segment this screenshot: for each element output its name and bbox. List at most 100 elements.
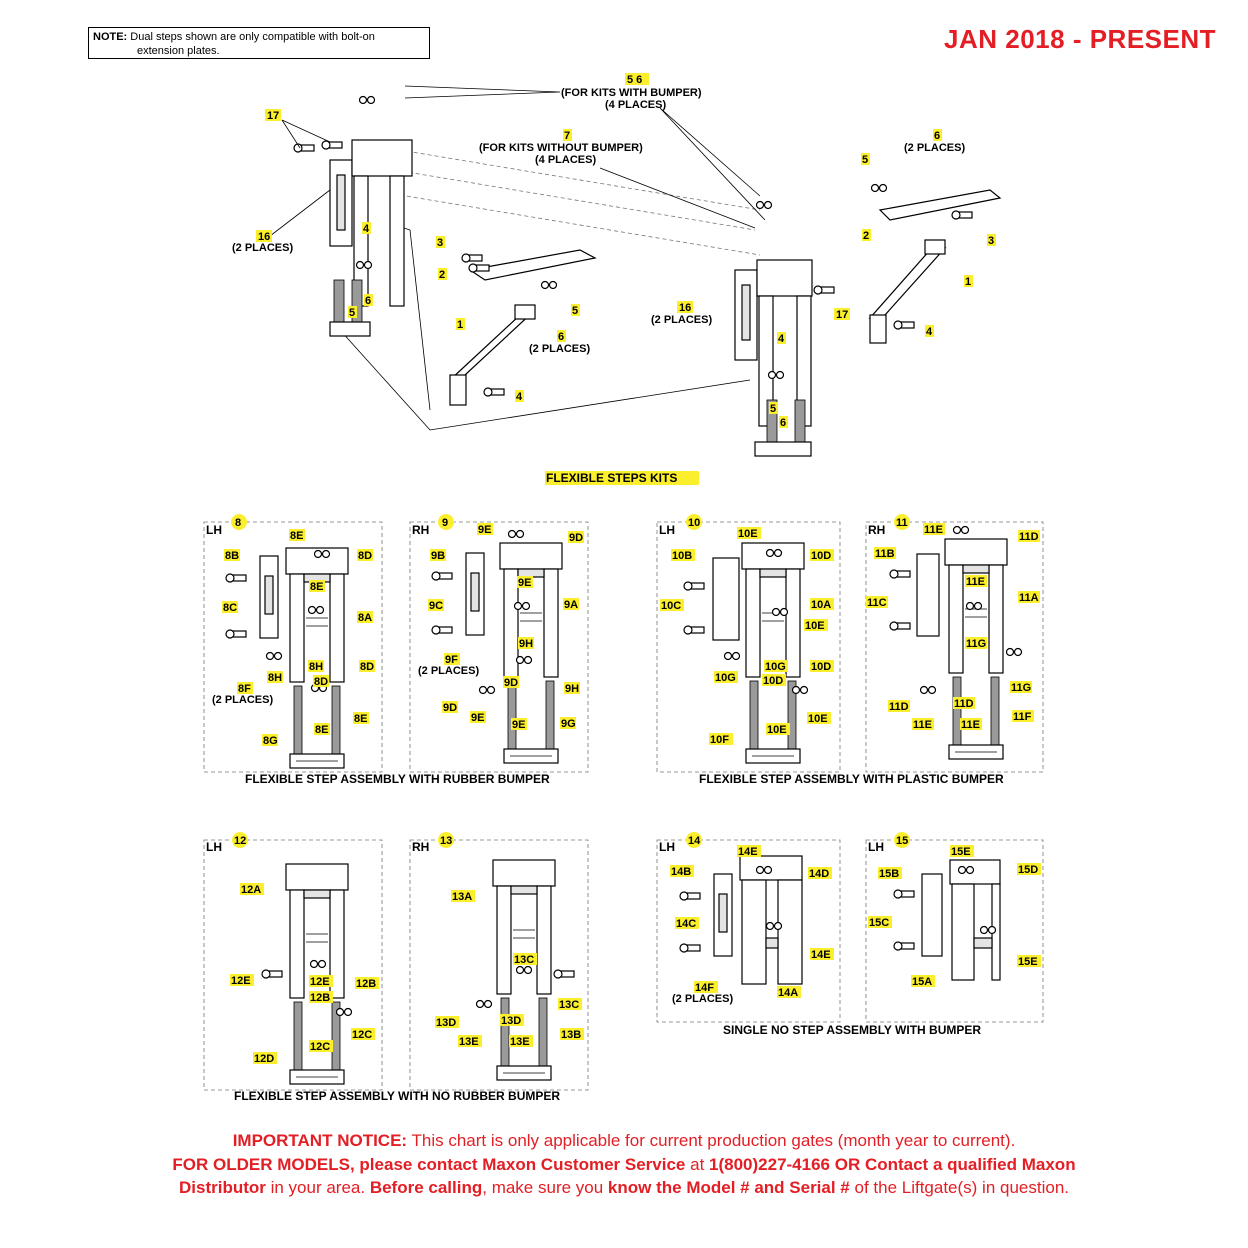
callout-label: 13D <box>501 1015 521 1027</box>
callout-label: 9A <box>564 599 578 611</box>
notice-l1-rest: This chart is only applicable for curren… <box>407 1131 1016 1150</box>
callout-label: 10G <box>765 661 786 673</box>
callout-label: 15A <box>912 976 932 988</box>
flexible-steps-kits-drawing <box>269 85 1002 457</box>
notice-l2-bold2: 1(800)227-4166 OR Contact a qualified Ma… <box>709 1154 1076 1174</box>
callout-5-6: 5 6 <box>627 74 642 86</box>
callout-label: 14F <box>695 982 714 994</box>
callout-label: 9E <box>471 712 484 724</box>
callout-label: 11E <box>966 576 985 588</box>
callout-5d: 5 <box>862 154 868 166</box>
notice-l3-mid: in your area. <box>265 1178 370 1197</box>
callout-2-places: (2 PLACES) <box>232 242 293 254</box>
top-callouts: 17 16 (2 PLACES) 4 5 6 5 6 (FOR KITS WIT… <box>232 73 996 429</box>
callout-label: 8F <box>238 683 251 695</box>
callout-5: 5 <box>349 307 355 319</box>
callout-label: 13C <box>514 954 534 966</box>
callout-label: 8H <box>268 672 282 684</box>
section-title-single: SINGLE NO STEP ASSEMBLY WITH BUMPER <box>723 1023 981 1037</box>
callout-16b-places: (2 PLACES) <box>651 314 712 326</box>
callout-label: 11C <box>867 597 887 609</box>
callout-label: 14D <box>809 868 829 880</box>
callout-label: 8D <box>360 661 374 673</box>
callout-label: 14A <box>778 987 798 999</box>
callout-label: 13A <box>452 891 472 903</box>
callout-label: 15D <box>1018 864 1038 876</box>
callout-4-places-b: (4 PLACES) <box>535 154 596 166</box>
callout-16: 16 <box>258 231 270 243</box>
callout-label: 11D <box>889 701 909 713</box>
callout-label: 11G <box>1011 682 1031 694</box>
panel-9-rh-rubber: RH 9 9E 9D 9B 9E 9A 9C 9H 9F (2 PLACES) … <box>412 514 584 764</box>
callout-label: LH <box>659 523 675 537</box>
callout-label: 14B <box>671 866 691 878</box>
callout-label: 9D <box>504 677 518 689</box>
callout-label: 10E <box>738 528 758 540</box>
callout-label: 12E <box>231 975 251 987</box>
callout-2b: 2 <box>863 230 869 242</box>
callout-label: 10B <box>672 550 692 562</box>
callout-6d: 6 <box>934 130 940 142</box>
callout-label: 15E <box>1018 956 1038 968</box>
callout-label: 9E <box>478 524 491 536</box>
callout-label: 10A <box>811 599 831 611</box>
callout-label: (2 PLACES) <box>212 694 273 706</box>
callout-label: 9C <box>429 600 443 612</box>
callout-label: 8D <box>314 676 328 688</box>
panel-12-lh-no-rubber: LH 12 12A 12E 12E 12B 12B 12C 12C 12D <box>206 832 379 1085</box>
callout-label: LH <box>868 840 884 854</box>
callout-label: (2 PLACES) <box>418 665 479 677</box>
callout-label: (2 PLACES) <box>672 993 733 1005</box>
callout-label: 9F <box>445 654 458 666</box>
callout-label: 8D <box>358 550 372 562</box>
panel-8-lh-rubber: LH 8 8E 8B 8D 8E 8C 8A 8H 8D 8F (2 PLACE… <box>206 514 375 769</box>
callout-6: 6 <box>365 295 371 307</box>
callout-label: 8E <box>310 581 323 593</box>
callout-label: 10D <box>811 550 831 562</box>
callout-4-places: (4 PLACES) <box>605 99 666 111</box>
callout-6b: 6 <box>558 331 564 343</box>
callout-label: 8E <box>315 724 328 736</box>
callout-3b: 3 <box>988 235 994 247</box>
callout-5c: 5 <box>770 403 776 415</box>
callout-label: 11B <box>875 548 895 560</box>
callout-label: 11E <box>913 719 932 731</box>
callout-5b: 5 <box>572 305 578 317</box>
callout-label: 9H <box>519 638 533 650</box>
callout-label: 11D <box>954 698 974 710</box>
panel-13-rh-no-rubber: RH 13 13A 13C 13C 13D 13D 13E 13E 13B <box>412 832 584 1081</box>
panel-10-lh-plastic: LH 10 10E 10B 10D 10C 10A 10E 10G 10D 10… <box>659 514 834 764</box>
callout-label: 10G <box>715 672 736 684</box>
callout-label: 8C <box>223 602 237 614</box>
section-title-plastic: FLEXIBLE STEP ASSEMBLY WITH PLASTIC BUMP… <box>699 772 1004 786</box>
callout-17b: 17 <box>836 309 848 321</box>
callout-label: 9E <box>512 719 525 731</box>
callout-label: 9 <box>442 517 448 529</box>
callout-label: 9H <box>565 683 579 695</box>
section-title-no-rubber: FLEXIBLE STEP ASSEMBLY WITH NO RUBBER BU… <box>234 1089 560 1103</box>
note-line2: extension plates. <box>137 45 220 57</box>
panel-15-lh-single-bumper: LH 15 15E 15B 15D 15C 15E 15A <box>868 832 1041 988</box>
notice-l1-bold: IMPORTANT NOTICE: <box>232 1131 408 1150</box>
callout-label: 12C <box>352 1029 372 1041</box>
callout-4b: 4 <box>516 391 523 403</box>
kits-title: FLEXIBLE STEPS KITS <box>546 471 677 485</box>
panel-14-lh-single-bumper: LH 14 14E 14B 14D 14C 14E 14F (2 PLACES)… <box>659 832 834 1005</box>
callout-4c: 4 <box>778 333 785 345</box>
callout-6b-places: (2 PLACES) <box>529 343 590 355</box>
callout-label: 9B <box>431 550 445 562</box>
callout-label: 8E <box>354 713 367 725</box>
important-notice: IMPORTANT NOTICE: This chart is only app… <box>60 1129 1188 1200</box>
callout-label: 13B <box>561 1029 581 1041</box>
callout-label: 12B <box>310 992 330 1004</box>
notice-l3-rest: of the Liftgate(s) in question. <box>849 1178 1070 1197</box>
panel-frames <box>203 521 1044 1091</box>
callout-label: LH <box>659 840 675 854</box>
callout-label: 10E <box>808 713 828 725</box>
callout-label: 13E <box>459 1036 479 1048</box>
note-label: NOTE: <box>93 31 128 43</box>
callout-label: 14 <box>688 835 701 847</box>
callout-16b: 16 <box>679 302 691 314</box>
notice-l3-bold: Distributor <box>178 1178 266 1197</box>
